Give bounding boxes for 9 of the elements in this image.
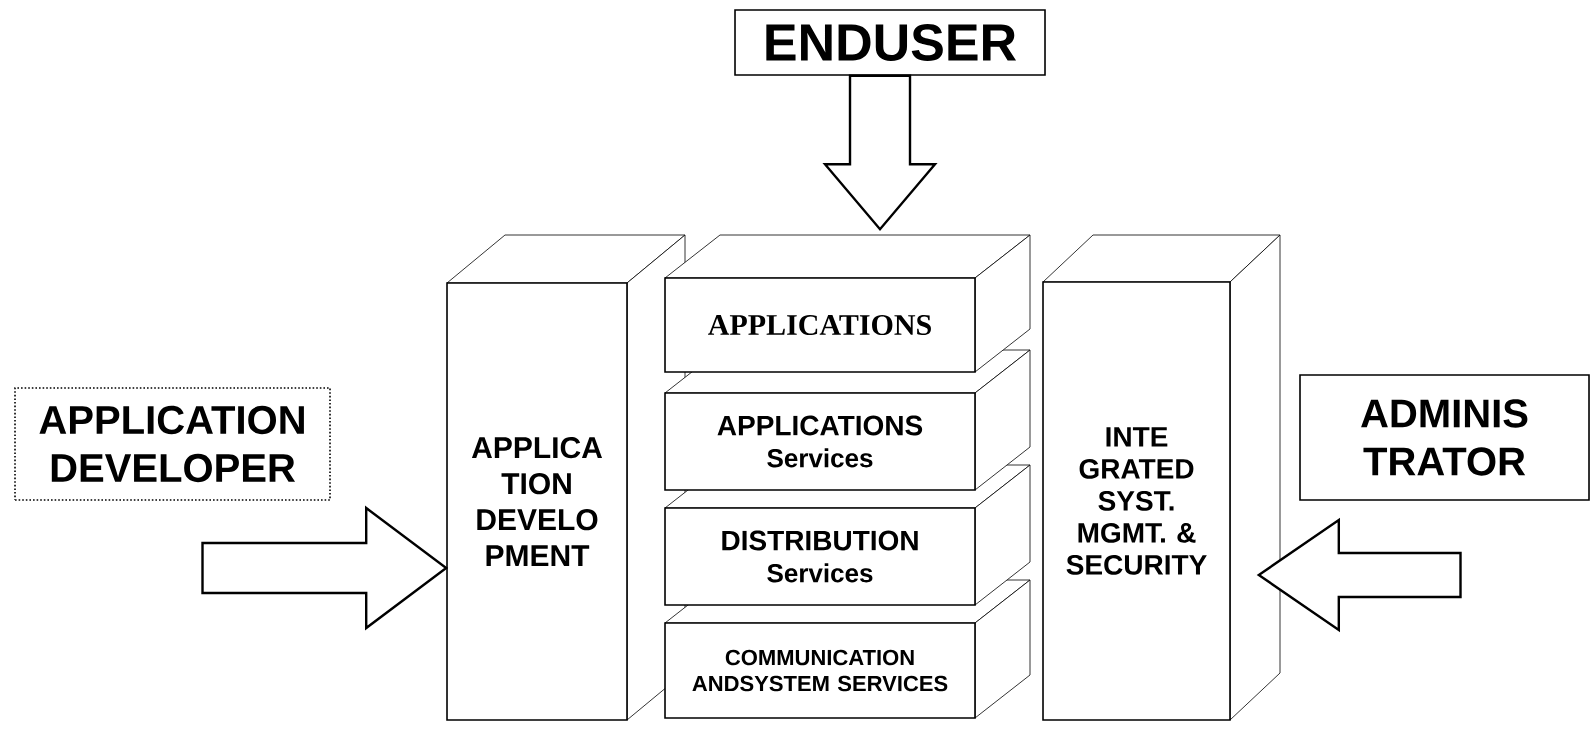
actor-box: ADMINIS TRATOR	[1299, 374, 1590, 501]
block-arrow	[201, 505, 449, 631]
column-block: INTE GRATED SYST. MGMT. & SECURITY	[1042, 234, 1281, 721]
actor-box: APPLICATION DEVELOPER	[14, 387, 331, 501]
block-arrow	[1256, 517, 1462, 633]
block-arrow	[822, 74, 938, 232]
layer-block: APPLICATIONS	[664, 234, 1031, 373]
actor-box: ENDUSER	[734, 9, 1046, 76]
column-block: APPLICA TION DEVELO PMENT	[446, 234, 686, 721]
